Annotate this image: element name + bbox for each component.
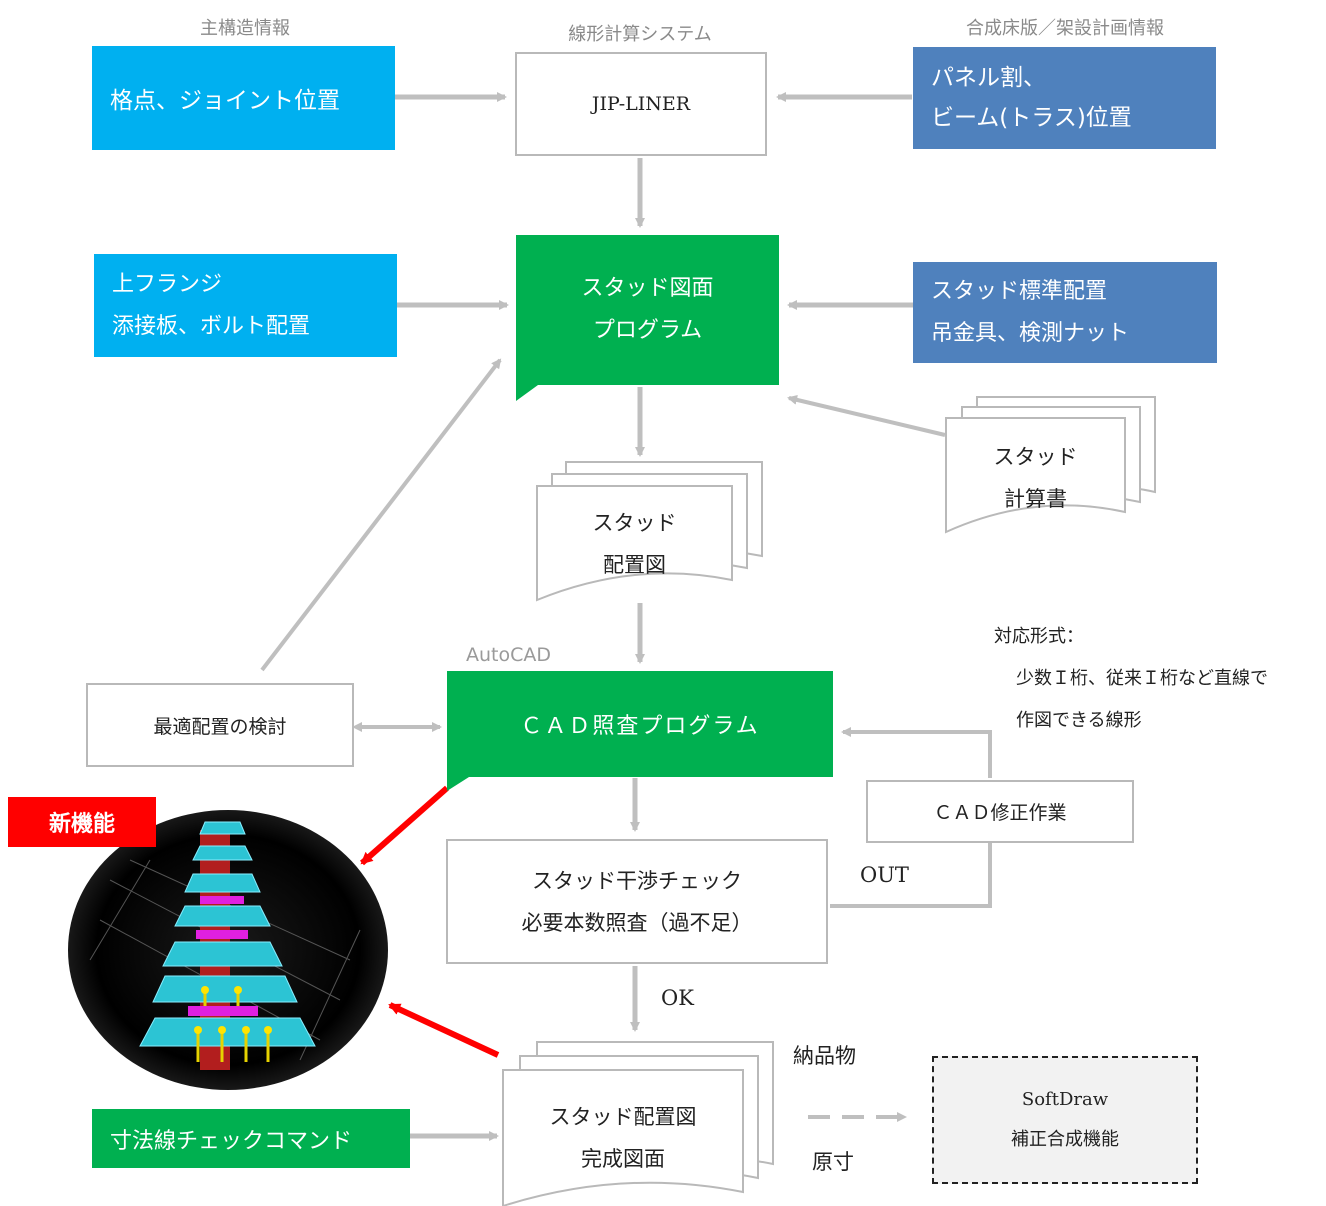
supported-formats-line2: 作図できる線形 [1016,710,1142,731]
supported-formats-note: 対応形式： 少数Ｉ桁、従来Ｉ桁など直線で 作図できる線形 [994,616,1268,742]
optimal-layout-box: 最適配置の検討 [86,683,354,767]
ok-label: OK [661,986,694,1010]
header-alignment-system: 線形計算システム [568,24,712,45]
interference-check-line1: スタッド干渉チェック [532,868,742,893]
cad-check-program-box: ＣＡＤ照査プログラム [447,671,833,777]
deliverable-label: 納品物 [793,1044,856,1068]
new-feature-badge: 新機能 [8,797,156,847]
stud-layout-text: スタッド 配置図 [537,502,732,586]
out-label: OUT [860,863,909,887]
original-size-label: 原寸 [812,1150,854,1174]
autocad-label: AutoCAD [466,644,552,666]
arrow-calc-to-program [787,394,946,437]
softdraw-line1: SoftDraw [1021,1089,1109,1110]
final-drawing-text: スタッド配置図 完成図面 [503,1096,743,1180]
softdraw-line2: 補正合成機能 [1011,1129,1119,1150]
interference-check-line2: 必要本数照査（過不足） [521,910,753,935]
red-arrow-final-to-preview [388,1002,500,1058]
stud-calc-line1: スタッド [993,445,1078,469]
stud-program-line2: プログラム [592,318,703,343]
gridpoint-joint-box: 格点、ジョイント位置 [92,46,395,150]
arrow-fix-to-cad [841,727,992,778]
softdraw-box: SoftDraw 補正合成機能 [932,1056,1198,1184]
upper-flange-line1: 上フランジ [112,271,223,297]
dimension-check-text: 寸法線チェックコマンド [110,1128,353,1154]
red-arrow-cad-to-preview [360,785,449,866]
cad-check-program-text: ＣＡＤ照査プログラム [520,714,760,739]
stud-program-line1: スタッド図面 [581,276,714,301]
header-main-structure: 主構造情報 [200,18,290,39]
final-drawing-line2: 完成図面 [581,1147,665,1171]
stud-program-box: スタッド図面 プログラム [516,235,779,385]
final-drawing-document [502,1041,774,1206]
interference-check-box: スタッド干渉チェック 必要本数照査（過不足） [446,839,828,964]
stud-calc-line2: 計算書 [1004,487,1067,511]
line-check-to-fix [830,843,992,908]
supported-formats-title: 対応形式： [994,626,1084,647]
jip-liner-box: JIP-LINER [515,52,767,156]
jip-liner-text: JIP-LINER [591,93,691,115]
cad-fix-box: ＣＡＤ修正作業 [866,780,1134,843]
stud-layout-document [536,461,763,602]
stud-layout-line2: 配置図 [603,553,666,577]
arrow-optimal-to-program [260,358,502,672]
upper-flange-line2: 添接板、ボルト配置 [112,313,311,339]
header-composite-deck: 合成床版／架設計画情報 [966,18,1164,39]
optimal-layout-text: 最適配置の検討 [153,715,287,738]
stud-standard-line1: スタッド標準配置 [931,278,1108,304]
panel-split-box: パネル割、 ビーム(トラス)位置 [913,47,1216,149]
cad-check-fold [447,777,469,791]
stud-layout-line1: スタッド [592,511,677,535]
panel-split-line1: パネル割、 [931,65,1046,91]
stud-3d-preview-image [68,810,388,1090]
stud-calc-document [945,396,1156,534]
stud-standard-box: スタッド標準配置 吊金具、検測ナット [913,262,1217,363]
supported-formats-line1: 少数Ｉ桁、従来Ｉ桁など直線で [1016,668,1268,689]
stud-calc-text: スタッド 計算書 [946,436,1125,520]
stud-standard-line2: 吊金具、検測ナット [931,320,1130,346]
gridpoint-joint-text: 格点、ジョイント位置 [110,88,340,114]
stud-program-fold [516,385,538,401]
panel-split-line2: ビーム(トラス)位置 [931,105,1132,131]
cad-fix-text: ＣＡＤ修正作業 [933,802,1067,824]
dimension-check-box: 寸法線チェックコマンド [92,1109,410,1168]
final-drawing-line1: スタッド配置図 [549,1105,697,1129]
upper-flange-box: 上フランジ 添接板、ボルト配置 [94,254,397,357]
